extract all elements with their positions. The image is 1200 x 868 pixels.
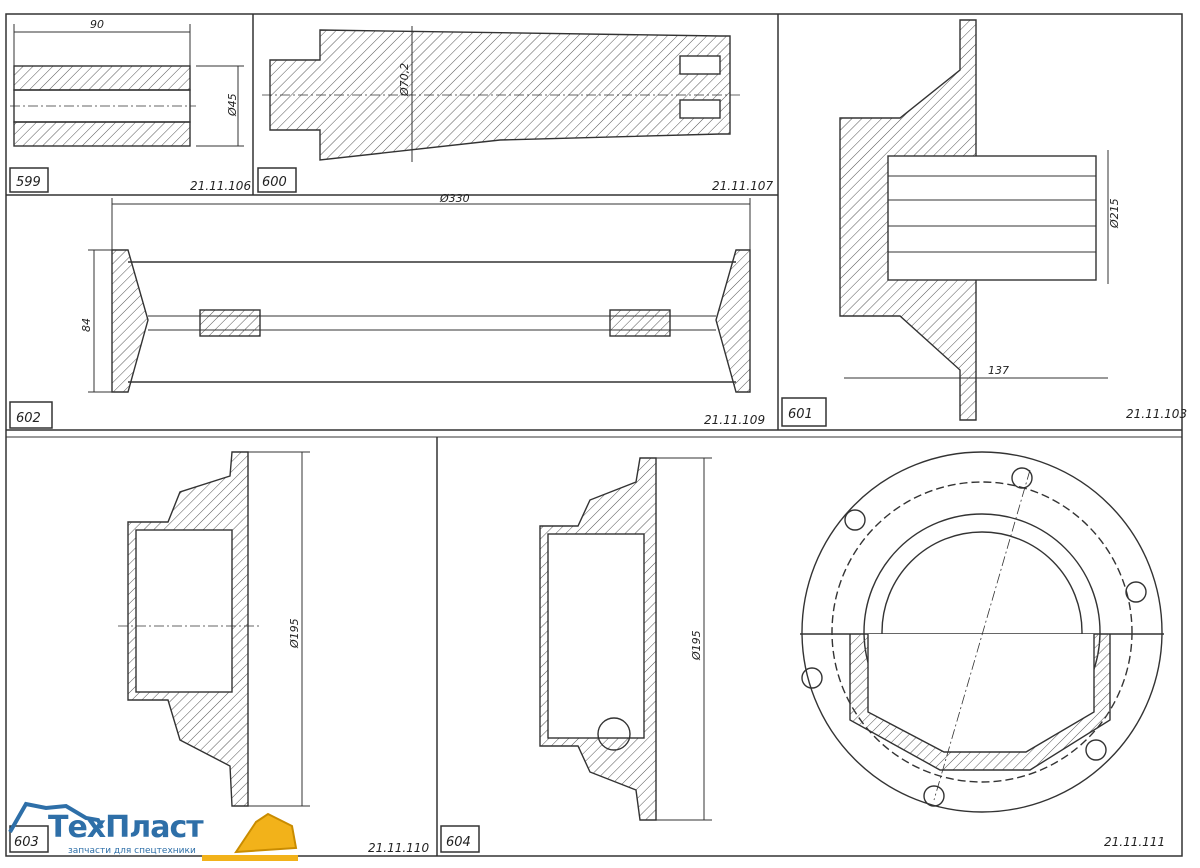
panel-600-number: 600 — [262, 175, 287, 190]
panel-604-code: 21.11.111 — [1104, 835, 1165, 849]
logo-tagline: запчасти для спецтехники — [68, 846, 196, 856]
panel-599-number: 599 — [16, 175, 41, 190]
panel-601-dim-length: 137 — [988, 364, 1009, 377]
part-601-hub — [839, 19, 1109, 421]
panel-601-number: 601 — [788, 407, 813, 422]
panel-602-dim-height: 84 — [80, 318, 93, 332]
sheet-frame — [5, 13, 1183, 857]
panel-600-code: 21.11.107 — [712, 179, 773, 193]
panel-602-number: 602 — [16, 411, 41, 426]
part-604-cover-side — [539, 457, 712, 821]
techplast-logo-icon — [8, 801, 298, 861]
panel-602-dim-diameter: Ø330 — [439, 192, 470, 205]
panel-599-dim-length: 90 — [90, 18, 104, 31]
panel-604-dim-diameter: Ø195 — [690, 630, 703, 661]
panel-599-dim-diameter: Ø45 — [226, 93, 239, 117]
panel-601-dim-diameter: Ø215 — [1108, 198, 1121, 229]
logo-brand: ТехПласт — [48, 810, 204, 845]
panel-601-code: 21.11.103 — [1126, 407, 1187, 421]
panel-602-code: 21.11.109 — [704, 413, 765, 427]
panel-603-code: 21.11.110 — [368, 841, 429, 855]
part-604-cover-front — [800, 451, 1164, 813]
part-599-bushing — [10, 24, 244, 147]
part-602-ring — [88, 198, 751, 393]
part-600-shaft — [262, 26, 740, 162]
panel-604-number: 604 — [446, 835, 471, 850]
part-603-cover — [118, 451, 310, 807]
panel-600-dim-diameter: Ø70,2 — [398, 63, 411, 97]
panel-603-dim-diameter: Ø195 — [288, 618, 301, 649]
panel-599-code: 21.11.106 — [190, 179, 251, 193]
panel-603-number: 603 — [14, 835, 39, 850]
